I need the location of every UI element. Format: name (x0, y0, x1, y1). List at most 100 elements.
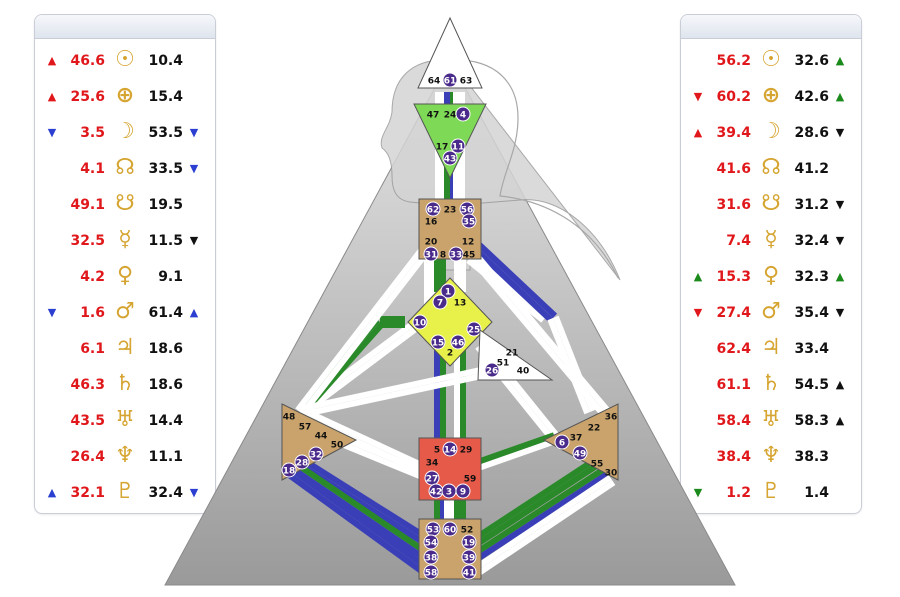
gate-41[interactable]: 41 (461, 564, 477, 580)
gate-13[interactable]: 13 (454, 299, 467, 309)
gate-marker (450, 334, 466, 350)
gate-36[interactable]: 36 (605, 413, 618, 423)
trend-arrow-right: ▼ (189, 234, 199, 247)
gate-14[interactable]: 14 (442, 441, 458, 457)
channel-segment (286, 472, 425, 575)
gate-54[interactable]: 54 (423, 534, 439, 550)
gate-37[interactable]: 37 (570, 434, 583, 444)
gate-12[interactable]: 12 (462, 238, 475, 248)
gate-3[interactable]: 3 (441, 483, 457, 499)
gate-55[interactable]: 55 (591, 460, 604, 470)
gate-60[interactable]: 60 (442, 521, 458, 537)
gate-4[interactable]: 4 (455, 106, 471, 122)
gate-40[interactable]: 40 (517, 367, 530, 377)
gate-49[interactable]: 49 (572, 445, 588, 461)
gate-20[interactable]: 20 (425, 238, 438, 248)
planet-value-right: 9.1 (158, 269, 183, 285)
gate-52[interactable]: 52 (461, 526, 474, 536)
gate-28[interactable]: 28 (294, 454, 310, 470)
gate-45[interactable]: 45 (463, 251, 476, 261)
gate-59[interactable]: 59 (464, 475, 477, 485)
planet-row: 7.4☿32.4▼ (681, 223, 861, 259)
gate-6[interactable]: 6 (554, 434, 570, 450)
gate-15[interactable]: 15 (430, 334, 446, 350)
gate-42[interactable]: 42 (428, 483, 444, 499)
planet-value-left: 61.1 (716, 377, 751, 393)
gate-17[interactable]: 17 (436, 143, 449, 153)
pluto-icon: ♇ (761, 479, 781, 504)
gate-number: 46 (452, 339, 465, 349)
earth-icon: ⊕ (115, 83, 135, 108)
gate-number: 56 (461, 206, 474, 216)
gate-23[interactable]: 23 (444, 206, 457, 216)
gate-10[interactable]: 10 (412, 314, 428, 330)
gate-marker (412, 314, 428, 330)
gate-57[interactable]: 57 (299, 423, 312, 433)
trend-arrow-left: ▲ (47, 486, 57, 499)
jupiter-icon: ♃ (115, 335, 135, 360)
gate-number: 38 (425, 554, 438, 564)
gate-53[interactable]: 53 (425, 521, 441, 537)
gate-64[interactable]: 64 (428, 77, 441, 87)
gate-47[interactable]: 47 (427, 111, 440, 121)
gate-8[interactable]: 8 (440, 251, 446, 261)
gate-1[interactable]: 1 (440, 283, 456, 299)
gate-9[interactable]: 9 (455, 483, 471, 499)
gate-38[interactable]: 38 (423, 549, 439, 565)
gate-number: 14 (444, 446, 457, 456)
gate-44[interactable]: 44 (315, 432, 328, 442)
gate-62[interactable]: 62 (425, 201, 441, 217)
gate-number: 5 (434, 446, 440, 456)
gate-56[interactable]: 56 (459, 201, 475, 217)
gate-19[interactable]: 19 (461, 534, 477, 550)
gate-16[interactable]: 16 (425, 218, 438, 228)
gate-33[interactable]: 33 (448, 246, 464, 262)
gate-43[interactable]: 43 (442, 150, 458, 166)
planet-value-right: 35.4 (794, 305, 829, 321)
gate-number: 22 (588, 424, 601, 434)
planet-row: 49.1☋19.5 (35, 187, 215, 223)
gate-58[interactable]: 58 (423, 564, 439, 580)
gate-26[interactable]: 26 (484, 362, 500, 378)
planet-value-right: 33.4 (794, 341, 829, 357)
gate-marker (461, 534, 477, 550)
gate-30[interactable]: 30 (605, 469, 618, 479)
planet-row: 32.5☿11.5▼ (35, 223, 215, 259)
gate-7[interactable]: 7 (432, 294, 448, 310)
gate-marker (442, 150, 458, 166)
gate-number: 13 (454, 299, 467, 309)
channel-segment (474, 475, 613, 571)
gate-number: 49 (574, 450, 587, 460)
gate-51[interactable]: 51 (497, 359, 510, 369)
venus-icon: ♀ (762, 263, 780, 288)
planet-value-left: 32.5 (70, 233, 105, 249)
gate-35[interactable]: 35 (461, 213, 477, 229)
gate-21[interactable]: 21 (506, 349, 519, 359)
gate-24[interactable]: 24 (444, 111, 457, 121)
gate-marker (442, 441, 458, 457)
planet-value-left: 25.6 (70, 89, 105, 105)
gate-27[interactable]: 27 (424, 470, 440, 486)
gate-63[interactable]: 63 (460, 77, 473, 87)
gate-61[interactable]: 61 (442, 72, 458, 88)
gate-48[interactable]: 48 (283, 413, 296, 423)
planet-value-left: 3.5 (80, 125, 105, 141)
gate-number: 12 (462, 238, 475, 248)
planet-row: 4.2♀9.1 (35, 259, 215, 295)
gate-46[interactable]: 46 (450, 334, 466, 350)
gate-22[interactable]: 22 (588, 424, 601, 434)
gate-29[interactable]: 29 (460, 446, 473, 456)
channel-segment (475, 254, 610, 413)
gate-50[interactable]: 50 (331, 441, 344, 451)
gate-31[interactable]: 31 (423, 246, 439, 262)
gate-18[interactable]: 18 (281, 462, 297, 478)
gate-11[interactable]: 11 (450, 138, 466, 154)
personality-panel: ▲46.6☉10.4▲25.6⊕15.4▼3.5☽53.5▼4.1☊33.5▼4… (34, 14, 216, 514)
gate-25[interactable]: 25 (466, 321, 482, 337)
gate-39[interactable]: 39 (461, 549, 477, 565)
gate-32[interactable]: 32 (308, 446, 324, 462)
gate-5[interactable]: 5 (434, 446, 440, 456)
gate-34[interactable]: 34 (426, 459, 439, 469)
gate-number: 31 (425, 251, 438, 261)
gate-2[interactable]: 2 (447, 349, 453, 359)
